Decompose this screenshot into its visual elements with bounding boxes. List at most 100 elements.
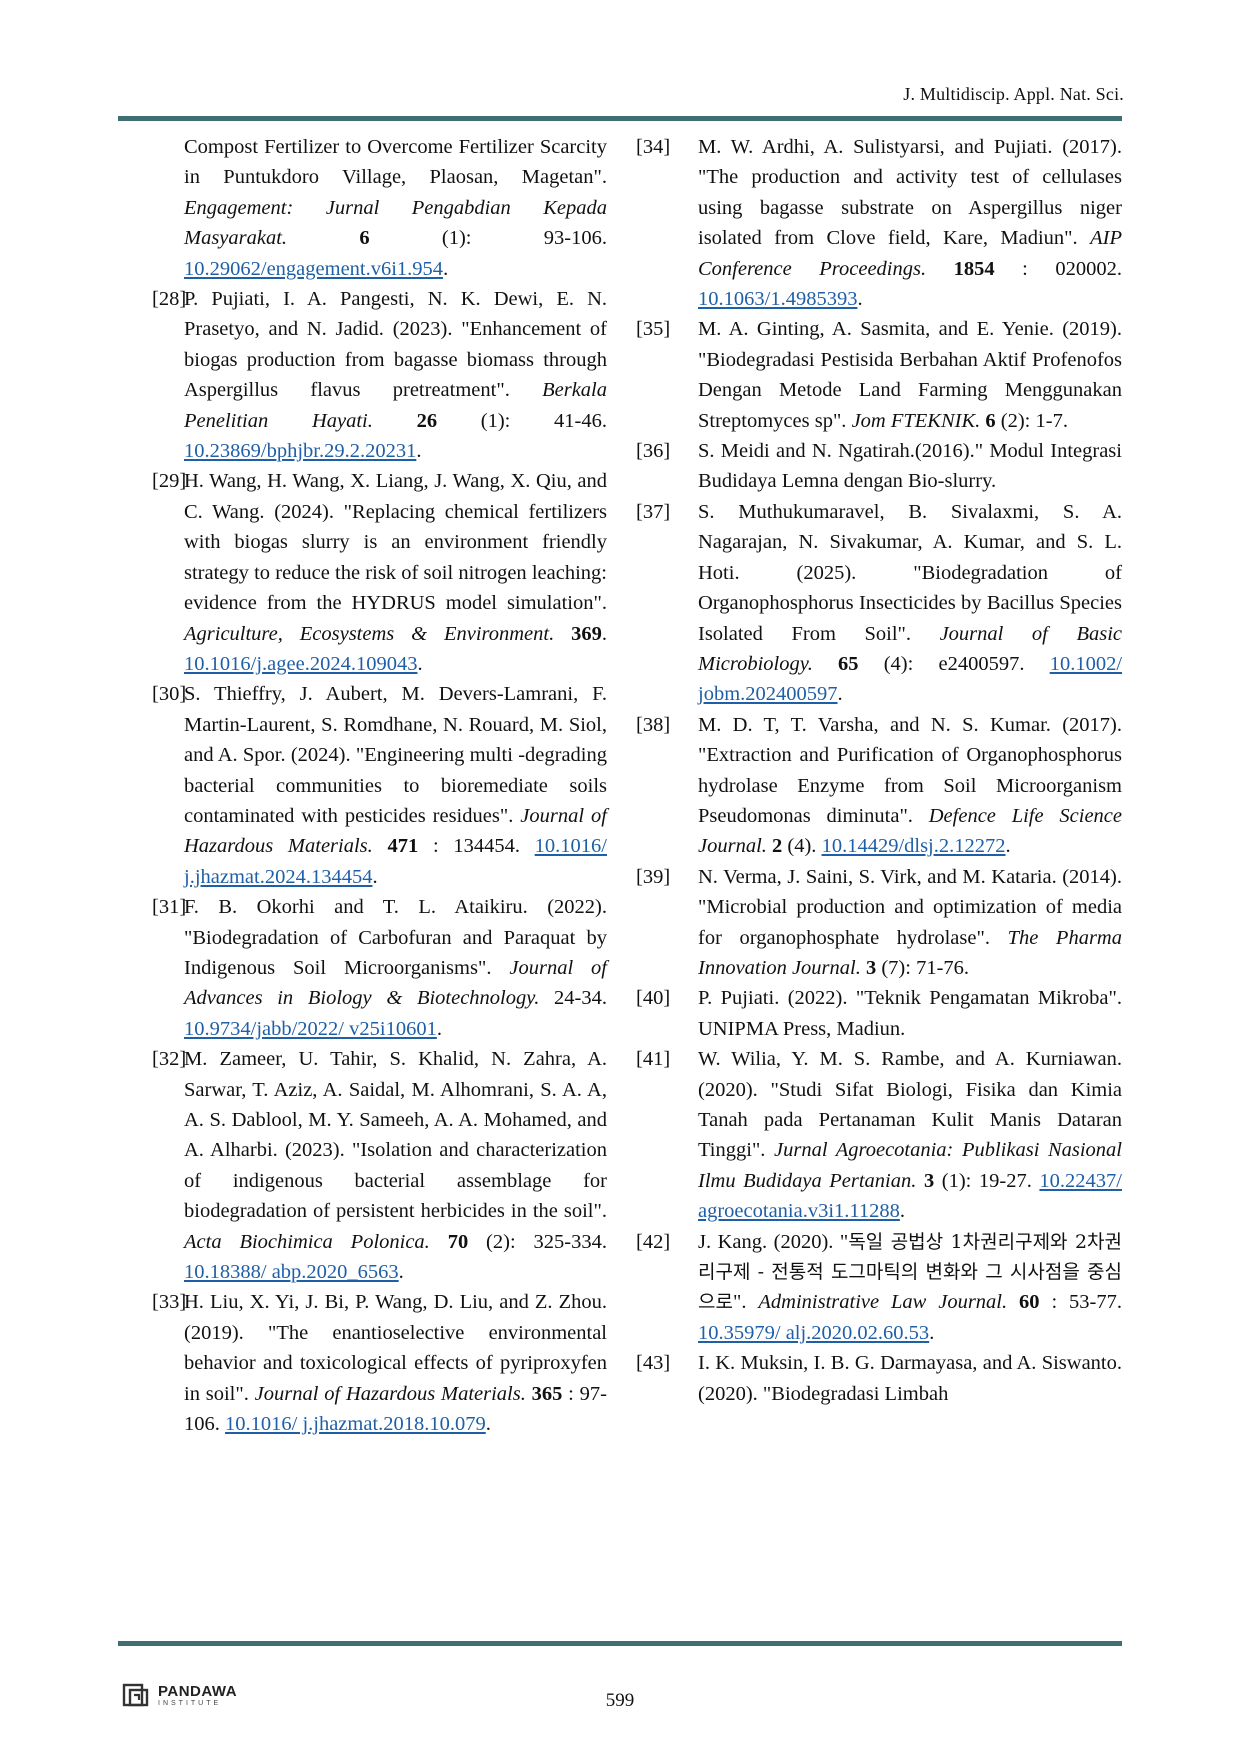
reference-text: M. A. Ginting, A. Sasmita, and E. Yenie.… [698, 318, 1122, 432]
reference-text: . [485, 1413, 491, 1436]
reference-entry: [37]S. Muthukumaravel, B. Sivalaxmi, S. … [636, 497, 1122, 710]
reference-entry: [40]P. Pujiati. (2022). "Teknik Pengamat… [636, 983, 1122, 1044]
journal-title: Agriculture, Ecosystems & Environment. [184, 622, 555, 645]
reference-number: [43] [636, 1352, 671, 1375]
journal-title: Acta Biochimica Polonica. [184, 1230, 430, 1253]
volume-number: 60 [1019, 1291, 1040, 1314]
volume-number: 471 [387, 835, 419, 858]
reference-text [554, 623, 571, 645]
doi-link[interactable]: 10.9734/jabb/2022/ v25i10601 [184, 1017, 437, 1040]
reference-text: (4). [782, 835, 822, 858]
journal-title: Journal of Hazardous Materials. [254, 1382, 526, 1405]
reference-number: [29] [152, 470, 187, 493]
doi-link[interactable]: 10.23869/bphjbr.29.2.20231 [184, 440, 417, 463]
reference-text: . [857, 288, 863, 311]
volume-number: 6 [359, 227, 370, 250]
reference-text: (1): 93-106. [369, 227, 607, 250]
doi-link[interactable]: 10.1016/j.agee.2024.109043 [184, 652, 418, 675]
journal-title: Jurnal Agroecotania: Publikasi Nasional … [698, 1139, 1122, 1192]
reference-text: . [929, 1321, 935, 1344]
doi-link[interactable]: 10.22437/ agroecotania.v3i1.11288 [698, 1169, 1122, 1223]
reference-text: 24-34. [539, 987, 607, 1010]
journal-title: Journal of Basic Microbiology. [698, 622, 1122, 675]
reference-entry: [33]H. Liu, X. Yi, J. Bi, P. Wang, D. Li… [152, 1287, 607, 1439]
reference-text: H. Wang, H. Wang, X. Liang, J. Wang, X. … [184, 470, 607, 615]
reference-text: : 020002. [994, 257, 1122, 280]
reference-text: (4): e2400597. [858, 652, 1050, 675]
reference-text: . [398, 1261, 404, 1284]
volume-number: 3 [923, 1169, 935, 1192]
reference-entry: [31]F. B. Okorhi and T. L. Ataikiru. (20… [152, 892, 607, 1044]
reference-text [916, 1170, 924, 1192]
reference-text: W. Wilia, Y. M. S. Rambe, and A. Kurniaw… [698, 1048, 1122, 1162]
journal-title: Journal of Advances in Biology & Biotech… [184, 956, 608, 1010]
reference-number: [40] [636, 987, 671, 1010]
doi-link[interactable]: 10.1016/ j.jhazmat.2024.134454 [184, 835, 607, 888]
reference-entry: [32]M. Zameer, U. Tahir, S. Khalid, N. Z… [152, 1044, 607, 1287]
reference-text [373, 835, 388, 857]
reference-text: . [417, 652, 423, 675]
volume-number: 365 [531, 1382, 563, 1405]
volume-number: 65 [838, 652, 859, 675]
reference-text: M. W. Ardhi, A. Sulistyarsi, and Pujiati… [698, 136, 1122, 250]
journal-title: Jom FTEKNIK. [851, 409, 981, 432]
reference-text: N. Verma, J. Saini, S. Virk, and M. Kata… [698, 865, 1122, 949]
journal-header: J. Multidiscip. Appl. Nat. Sci. [903, 84, 1124, 104]
reference-entry: [42] J. Kang. (2020). "독일 공법상 1차권리구제와 2차권… [636, 1227, 1122, 1349]
logo-name: PANDAWA [158, 1683, 238, 1700]
journal-title: Journal of Hazardous Materials. [184, 804, 607, 858]
reference-text: I. K. Muksin, I. B. G. Darmayasa, and A.… [698, 1352, 1122, 1405]
reference-text: . [601, 622, 607, 645]
reference-text: F. B. Okorhi and T. L. Ataikiru. (2022).… [184, 896, 607, 979]
reference-entry: Compost Fertilizer to Overcome Fertilize… [152, 132, 607, 284]
reference-number: [41] [636, 1048, 671, 1071]
reference-text: : 53-77. [1039, 1291, 1122, 1314]
journal-title: Administrative Law Journal. [758, 1291, 1008, 1314]
reference-number: [34] [636, 136, 671, 158]
reference-text: H. Liu, X. Yi, J. Bi, P. Wang, D. Liu, a… [184, 1291, 607, 1405]
reference-text: . [899, 1200, 906, 1223]
volume-number: 26 [416, 409, 438, 432]
doi-link[interactable]: 10.1002/ jobm.202400597 [698, 652, 1123, 706]
reference-number: [28] [152, 288, 187, 311]
page-number: 599 [605, 1690, 635, 1711]
doi-link[interactable]: 10.1063/1.4985393 [698, 288, 858, 311]
reference-number: [35] [636, 318, 671, 341]
reference-text: Compost Fertilizer to Overcome Fertilize… [184, 136, 607, 189]
reference-number: [36] [636, 440, 671, 463]
reference-column-left: Compost Fertilizer to Overcome Fertilize… [152, 132, 607, 1439]
reference-text: . [443, 257, 449, 280]
reference-text: . [1005, 835, 1011, 858]
reference-text: (2): 325-334. [468, 1230, 607, 1253]
pandawa-logo-icon [122, 1683, 149, 1707]
journal-title: Engagement: Jurnal Pengabdian Kepada Mas… [184, 196, 607, 250]
doi-link[interactable]: 10.29062/engagement.v6i1.954 [184, 257, 444, 280]
reference-text: J. Kang. (2020). " [698, 1230, 849, 1253]
reference-text: M. Zameer, U. Tahir, S. Khalid, N. Zahra… [184, 1048, 607, 1223]
reference-entry: [28]P. Pujiati, I. A. Pangesti, N. K. De… [152, 284, 607, 466]
reference-number: [42] [636, 1230, 671, 1253]
reference-text: : 134454. [418, 835, 535, 858]
reference-entry: [29]H. Wang, H. Wang, X. Liang, J. Wang,… [152, 466, 607, 679]
journal-title: The Pharma Innovation Journal. [698, 926, 1122, 979]
journal-title: Defence Life Science Journal. [698, 804, 1122, 858]
reference-text [1007, 1291, 1019, 1313]
reference-number: [39] [636, 865, 671, 888]
reference-entry: [41] W. Wilia, Y. M. S. Rambe, and A. Kur… [636, 1044, 1122, 1226]
reference-text: S. Meidi and N. Ngatirah.(2016)." Modul … [698, 440, 1122, 493]
volume-number: 1854 [953, 257, 995, 280]
reference-text: . [837, 683, 843, 706]
volume-number: 6 [985, 409, 996, 432]
reference-text [430, 1231, 448, 1253]
reference-text: (2): 1-7. [995, 409, 1068, 432]
reference-column-right: [34] M. W. Ardhi, A. Sulistyarsi, and Puj… [636, 132, 1122, 1409]
doi-link[interactable]: 10.35979/ alj.2020.02.60.53 [698, 1321, 930, 1344]
reference-text [926, 258, 954, 280]
doi-link[interactable]: 10.14429/dlsj.2.12272 [821, 835, 1006, 858]
reference-text: . [436, 1017, 442, 1040]
korean-title: 독일 공법상 1차권리구제와 2차권리구제 - 전통적 도그마틱의 변화와 그 … [698, 1230, 1122, 1314]
doi-link[interactable]: 10.1016/ j.jhazmat.2018.10.079 [225, 1413, 486, 1436]
doi-link[interactable]: 10.18388/ abp.2020_6563 [184, 1261, 399, 1284]
reference-text: . [372, 865, 378, 888]
reference-text [287, 227, 359, 249]
